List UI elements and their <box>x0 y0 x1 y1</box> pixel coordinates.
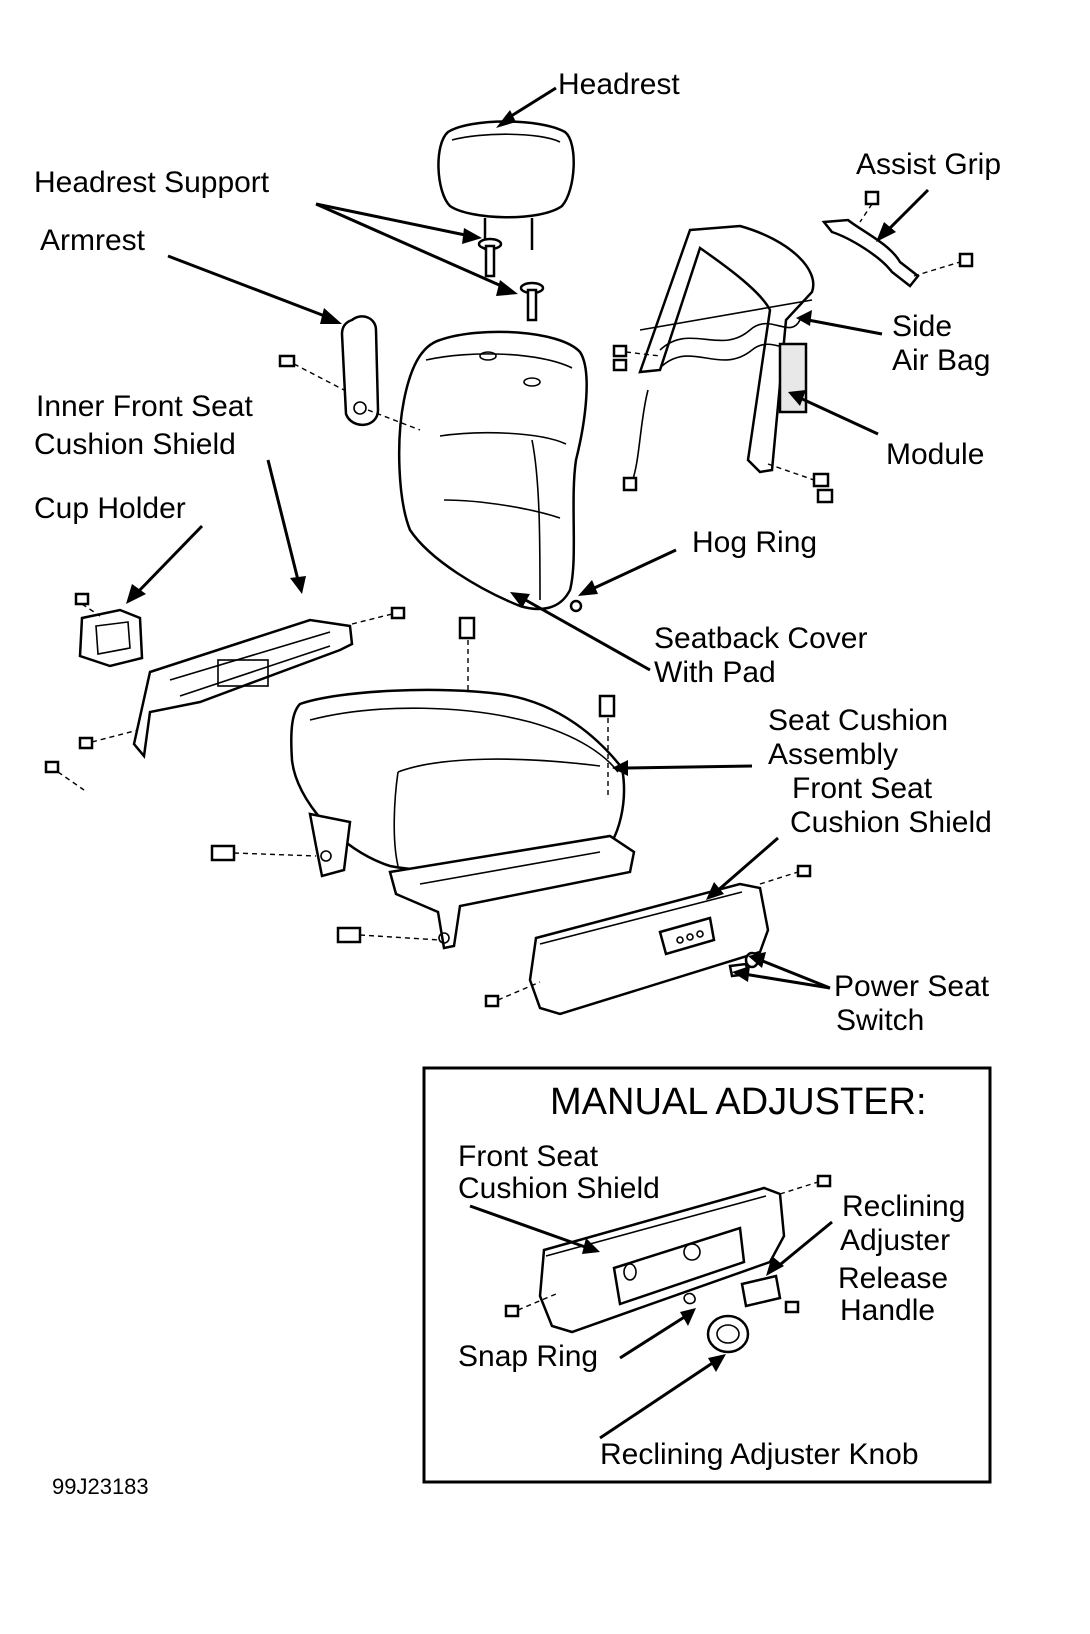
label-armrest: Armrest <box>40 224 146 257</box>
label-release-handle-line2: Adjuster <box>840 1224 950 1257</box>
headrest-part <box>437 120 575 250</box>
inner-cushion-shield-part <box>44 606 406 791</box>
label-assist-grip: Assist Grip <box>856 148 1001 181</box>
label-hog-ring: Hog Ring <box>692 526 817 559</box>
headrest-supports <box>477 237 545 322</box>
release-handle-part <box>740 1274 800 1314</box>
snap-ring-part <box>683 1292 696 1305</box>
assist-grip-part <box>821 190 974 288</box>
label-power-seat-line1: Power Seat <box>834 970 990 1003</box>
label-release-handle-line4: Handle <box>840 1294 935 1327</box>
label-power-seat-line2: Switch <box>836 1004 924 1037</box>
label-headrest: Headrest <box>558 68 680 101</box>
label-side-air-bag-line2: Air Bag <box>892 344 990 377</box>
label-manual-front-shield-line1: Front Seat <box>458 1140 599 1173</box>
label-module: Module <box>886 438 984 471</box>
label-front-shield-line1: Front Seat <box>792 772 933 805</box>
label-release-handle-line3: Release <box>838 1262 948 1295</box>
seatback-part <box>397 330 588 611</box>
figure-id: 99J23183 <box>52 1474 149 1499</box>
label-front-shield-line2: Cushion Shield <box>790 806 992 839</box>
label-release-handle-line1: Reclining <box>842 1190 965 1223</box>
manual-adjuster-box <box>422 1066 992 1484</box>
label-side-air-bag-line1: Side <box>892 310 952 343</box>
label-adjuster-knob: Reclining Adjuster Knob <box>600 1438 919 1471</box>
leader-lines <box>126 86 930 990</box>
manual-front-shield-part <box>504 1174 832 1334</box>
manual-adjuster-title: MANUAL ADJUSTER: <box>550 1081 927 1123</box>
label-manual-front-shield-line2: Cushion Shield <box>458 1172 660 1205</box>
label-snap-ring: Snap Ring <box>458 1340 598 1373</box>
label-inner-shield-line1: Inner Front Seat <box>36 390 253 423</box>
manual-leader-lines <box>469 1204 833 1440</box>
label-headrest-support: Headrest Support <box>34 166 270 199</box>
label-seatback-cover-line2: With Pad <box>654 656 776 689</box>
label-seatback-cover-line1: Seatback Cover <box>654 622 867 655</box>
seat-cushion-part <box>290 616 626 873</box>
label-seat-cushion-line2: Assembly <box>768 738 898 771</box>
armrest-part <box>278 315 421 431</box>
adjuster-knob-part <box>706 1314 750 1354</box>
label-cup-holder: Cup Holder <box>34 492 186 525</box>
label-seat-cushion-line1: Seat Cushion <box>768 704 948 737</box>
seat-rail-part <box>210 812 636 950</box>
label-inner-shield-line2: Cushion Shield <box>34 428 236 461</box>
seat-frame-part <box>612 224 834 504</box>
cup-holder-part <box>74 592 144 668</box>
hog-ring-part <box>569 599 583 613</box>
